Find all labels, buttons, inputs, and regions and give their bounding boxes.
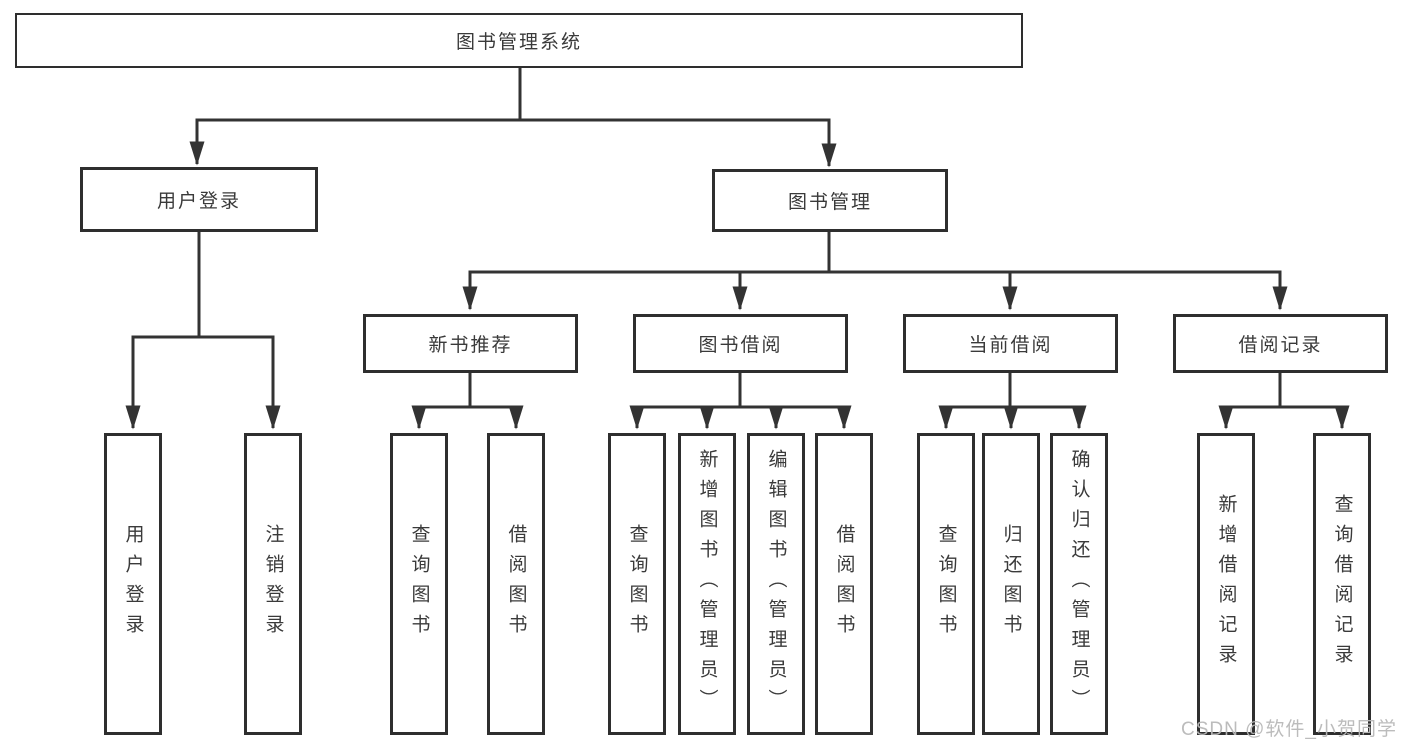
leaf-query-book-recommend: 查询图书 — [390, 433, 448, 735]
leaf-logout-label: 注销登录 — [262, 524, 284, 644]
node-user-login-label: 用户登录 — [156, 191, 241, 212]
leaf-query-book-borrow: 查询图书 — [608, 433, 666, 735]
node-book-borrow: 图书借阅 — [633, 314, 848, 373]
node-book-borrow-label: 图书借阅 — [698, 335, 783, 356]
node-new-book-recommend-label: 新书推荐 — [428, 335, 513, 356]
node-borrow-records-label: 借阅记录 — [1238, 335, 1323, 356]
node-current-borrow: 当前借阅 — [903, 314, 1118, 373]
node-borrow-records: 借阅记录 — [1173, 314, 1388, 373]
node-book-management: 图书管理 — [712, 169, 948, 232]
leaf-confirm-return-admin: 确认归还（管理员） — [1050, 433, 1108, 735]
leaf-confirm-return-admin-label: 确认归还（管理员） — [1068, 449, 1090, 719]
leaf-logout: 注销登录 — [244, 433, 302, 735]
leaf-query-borrow-record: 查询借阅记录 — [1313, 433, 1371, 735]
node-book-management-label: 图书管理 — [787, 192, 872, 213]
leaf-query-borrow-record-label: 查询借阅记录 — [1331, 494, 1353, 674]
leaf-query-book-recommend-label: 查询图书 — [408, 524, 430, 644]
csdn-watermark: CSDN @软件_小贺同学 — [1181, 719, 1397, 740]
leaf-borrow-book-label: 借阅图书 — [833, 524, 855, 644]
leaf-query-book-borrow-label: 查询图书 — [626, 524, 648, 644]
leaf-add-book-admin-label: 新增图书（管理员） — [696, 449, 718, 719]
node-current-borrow-label: 当前借阅 — [968, 335, 1053, 356]
leaf-user-login-label: 用户登录 — [122, 524, 144, 644]
node-root: 图书管理系统 — [15, 13, 1023, 68]
leaf-add-borrow-record: 新增借阅记录 — [1197, 433, 1255, 735]
leaf-borrow-book: 借阅图书 — [815, 433, 873, 735]
leaf-query-book-current-label: 查询图书 — [935, 524, 957, 644]
leaf-return-book: 归还图书 — [982, 433, 1040, 735]
node-root-label: 图书管理系统 — [455, 32, 582, 53]
leaf-return-book-label: 归还图书 — [1000, 524, 1022, 644]
leaf-borrow-book-recommend-label: 借阅图书 — [505, 524, 527, 644]
node-user-login: 用户登录 — [80, 167, 318, 232]
leaf-edit-book-admin: 编辑图书（管理员） — [747, 433, 805, 735]
leaf-borrow-book-recommend: 借阅图书 — [487, 433, 545, 735]
leaf-add-book-admin: 新增图书（管理员） — [678, 433, 736, 735]
leaf-edit-book-admin-label: 编辑图书（管理员） — [765, 449, 787, 719]
node-new-book-recommend: 新书推荐 — [363, 314, 578, 373]
leaf-query-book-current: 查询图书 — [917, 433, 975, 735]
leaf-user-login: 用户登录 — [104, 433, 162, 735]
leaf-add-borrow-record-label: 新增借阅记录 — [1215, 494, 1237, 674]
